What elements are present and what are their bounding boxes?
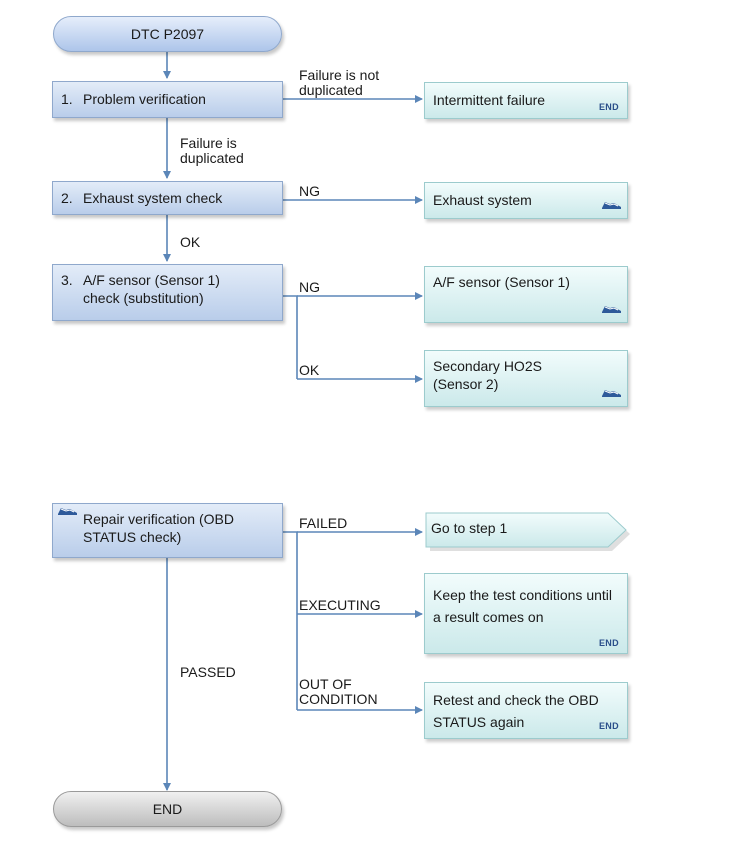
start-label: DTC P2097 (130, 26, 205, 42)
edge-label-passed: PASSED (180, 664, 236, 680)
result-keep-label: Keep the test conditions until a result … (433, 587, 613, 625)
step-2-label: Exhaust system check (83, 190, 223, 206)
step-3-number: 3. (61, 272, 73, 288)
edge-label-ok-step2: OK (180, 234, 201, 250)
result-intermittent-label: Intermittent failure (433, 92, 546, 108)
result-af-sensor-label: A/F sensor (Sensor 1) (433, 274, 570, 290)
edge-label-failed: FAILED (299, 515, 348, 531)
end-tag-keep: END (599, 638, 619, 648)
result-intermittent-failure: Intermittent failure (424, 82, 628, 119)
connector-repair-branch (283, 531, 298, 710)
goto-step-1-label: Go to step 1 (431, 520, 508, 536)
result-af-sensor: A/F sensor (Sensor 1) (424, 266, 628, 323)
edge-label-ok-step3: OK (299, 362, 320, 378)
connector-step3-branch (283, 295, 298, 379)
result-secondary-ho2s: Secondary HO2S (Sensor 2) (424, 350, 628, 407)
repair-shoe-icon (58, 508, 77, 515)
end-tag-retest: END (599, 721, 619, 731)
step-1-box: 1. Problem verification (52, 81, 283, 118)
repair-shoe-icon (602, 390, 621, 397)
result-keep-test-conditions: Keep the test conditions until a result … (424, 573, 628, 654)
repair-verification-label: Repair verification (OBD STATUS check) (83, 511, 234, 545)
result-exhaust-label: Exhaust system (433, 192, 532, 208)
step-1-label: Problem verification (83, 91, 206, 107)
step-3-box: 3. A/F sensor (Sensor 1) check (substitut… (52, 264, 283, 321)
end-terminal: END (53, 791, 282, 827)
repair-shoe-icon (602, 306, 621, 313)
result-ho2s-label: Secondary HO2S (Sensor 2) (433, 358, 542, 392)
step-2-box: 2. Exhaust system check (52, 181, 283, 215)
repair-shoe-icon (602, 202, 621, 209)
step-2-number: 2. (61, 190, 73, 206)
repair-verification-box: Repair verification (OBD STATUS check) (52, 503, 283, 558)
result-exhaust-system: Exhaust system (424, 182, 628, 219)
edge-label-executing: EXECUTING (299, 597, 381, 613)
result-retest-label: Retest and check the OBD STATUS again (433, 692, 599, 730)
end-label: END (152, 801, 183, 817)
edge-label-failure-duplicated: Failure is duplicated (180, 135, 244, 166)
edge-label-out-of-condition: OUT OF CONDITION (299, 676, 378, 707)
result-retest-obd: Retest and check the OBD STATUS again (424, 682, 628, 739)
edge-label-ng-step2: NG (299, 183, 320, 199)
edge-label-failure-not-duplicated: Failure is not duplicated (299, 67, 380, 98)
end-tag-intermittent: END (599, 102, 619, 112)
goto-step-1-shape (425, 512, 630, 551)
step-1-number: 1. (61, 91, 73, 107)
edge-label-ng-step3: NG (299, 279, 320, 295)
start-terminal: DTC P2097 (53, 16, 282, 52)
step-3-label: A/F sensor (Sensor 1) check (substitutio… (83, 272, 220, 306)
